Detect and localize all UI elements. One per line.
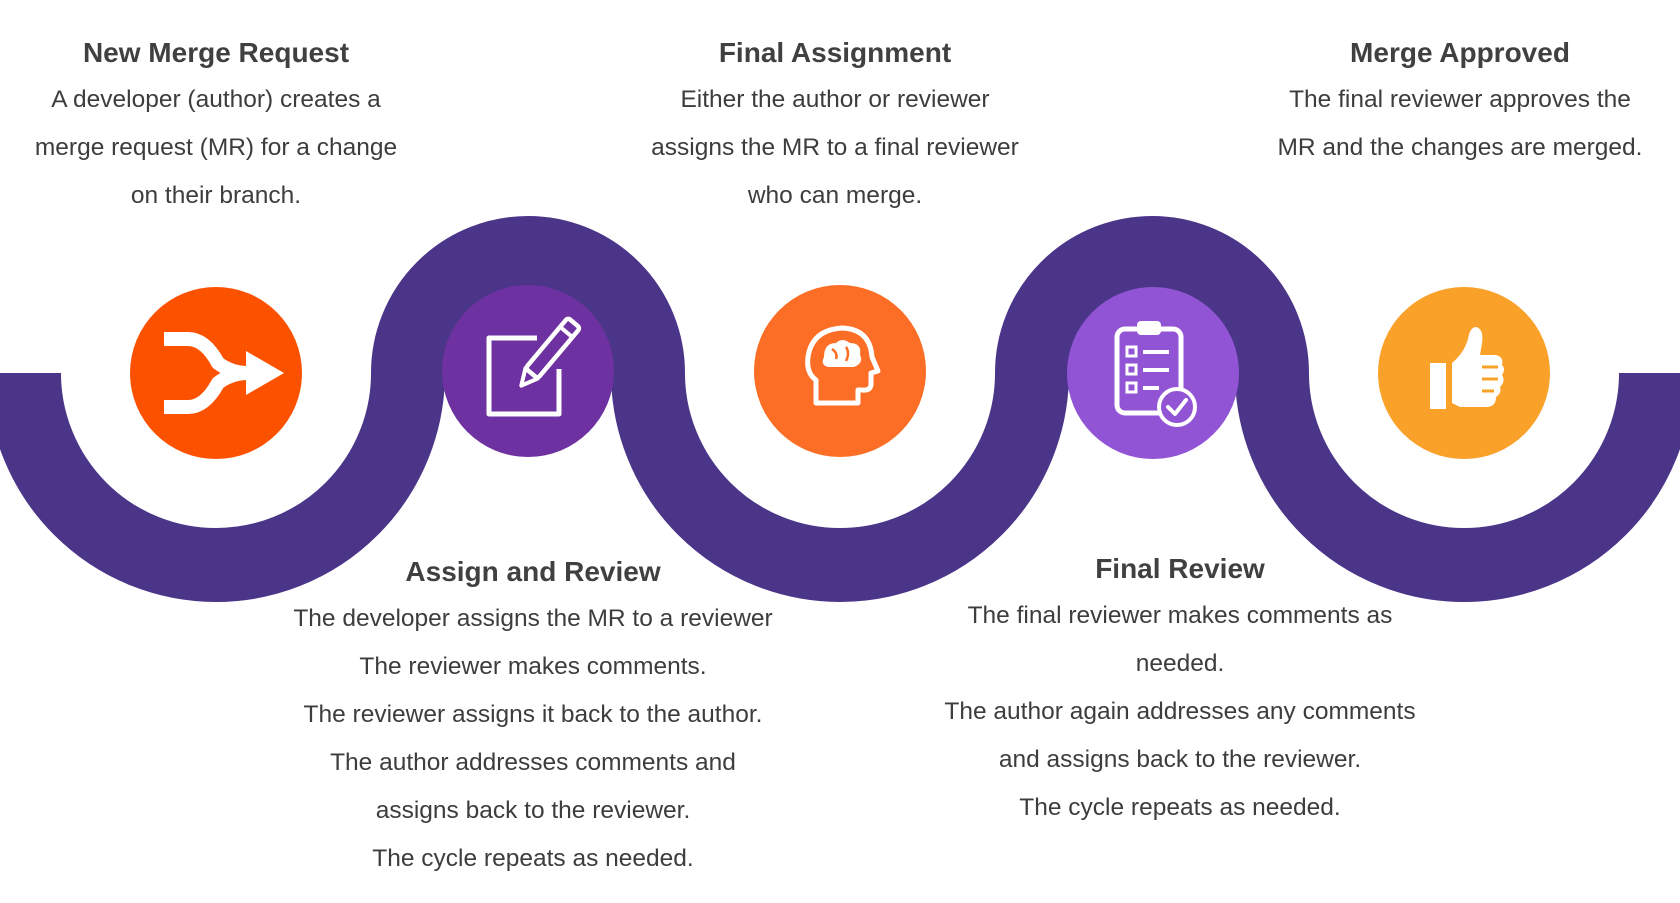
merge-arrow-icon [164,332,284,414]
approve-step-circle [1378,287,1550,459]
step-description-line: The final reviewer makes comments as [967,602,1393,629]
step-description-line: The cycle repeats as needed. [372,845,694,872]
step-description-line: A developer (author) creates a [51,86,381,113]
step-title: Final Assignment [718,37,952,68]
step-description-line: The author addresses comments and [330,749,736,776]
step-title: Merge Approved [1350,37,1570,68]
step-description-line: MR and the changes are merged. [1277,134,1643,161]
edit-pencil-icon [486,316,582,417]
step-assign-and-review: Assign and Review The developer assigns … [243,555,823,883]
review-step-circle [442,285,614,457]
thumbs-up-icon [1430,327,1504,409]
step-description-line: The final reviewer approves the [1289,86,1631,113]
brain-head-icon [805,325,881,406]
step-description-line: The reviewer assigns it back to the auth… [303,701,763,728]
step-merge-approved: Merge Approved The final reviewer approv… [1245,36,1675,172]
step-description-line: The developer assigns the MR to a review… [293,605,773,632]
step-final-review: Final Review The final reviewer makes co… [890,552,1470,832]
step-title: Final Review [1095,553,1265,584]
step-description-line: and assigns back to the reviewer. [998,746,1362,773]
step-description-line: The reviewer makes comments. [359,653,707,680]
final-review-step-circle [1067,287,1239,459]
checklist-clipboard-icon [1114,321,1197,427]
step-description-line: on their branch. [130,182,302,209]
step-title: Assign and Review [405,556,661,587]
step-description-line: The cycle repeats as needed. [1019,794,1341,821]
step-description-line: assigns the MR to a final reviewer [651,134,1019,161]
step-title: New Merge Request [82,37,350,68]
step-description-line: needed. [1135,650,1225,677]
assignment-step-circle [754,285,926,457]
step-description-line: who can merge. [747,182,923,209]
step-new-merge-request: New Merge Request A developer (author) c… [10,36,422,220]
step-final-assignment: Final Assignment Either the author or re… [615,36,1055,220]
step-description-line: merge request (MR) for a change [34,134,398,161]
step-description-line: Either the author or reviewer [680,86,990,113]
merge-step-circle [130,287,302,459]
wave-band [0,216,1680,602]
step-description-line: The author again addresses any comments [944,698,1416,725]
step-description-line: assigns back to the reviewer. [375,797,691,824]
